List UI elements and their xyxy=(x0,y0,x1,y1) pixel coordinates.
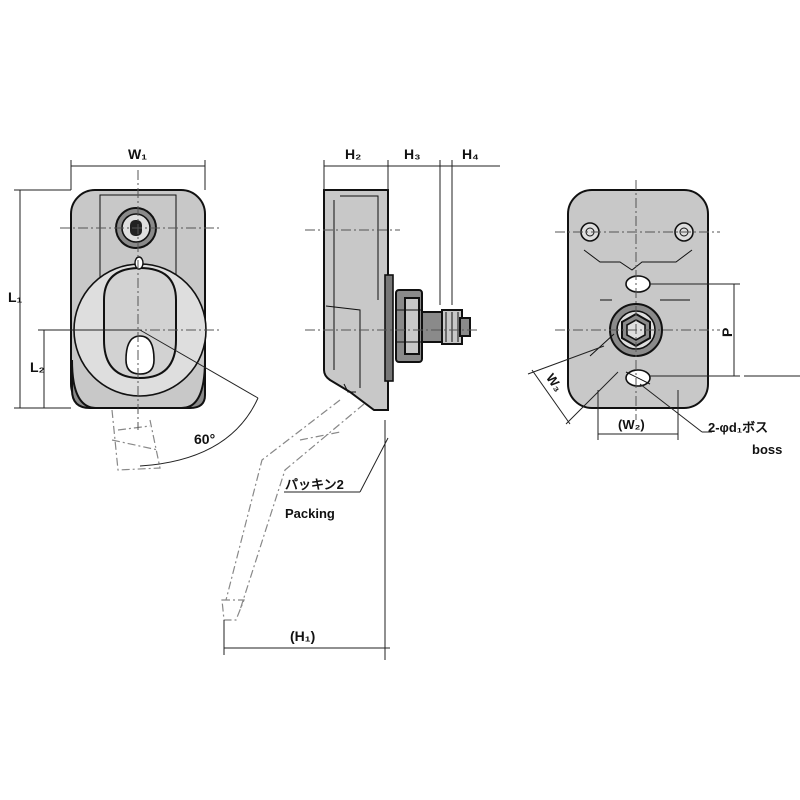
h2-label: H₂ xyxy=(345,146,361,162)
boss-jp-label: 2-φd₁ボス xyxy=(708,420,768,435)
packing-jp-label: パッキン2 xyxy=(285,477,344,492)
rear-body xyxy=(567,189,709,409)
w2-label: (W₂) xyxy=(618,417,645,432)
side-panel xyxy=(384,274,394,382)
side-phantom-handle xyxy=(221,399,365,621)
packing-en-label: Packing xyxy=(285,506,335,521)
angle-label: 60° xyxy=(194,431,215,447)
w1-label: W₁ xyxy=(128,146,147,162)
front-grip-hole xyxy=(125,335,155,375)
front-handle-grip xyxy=(103,266,177,380)
side-body xyxy=(323,189,389,411)
side-view: H₂ H₃ H₄ パッキン2 Packing (H₁) xyxy=(221,146,500,660)
h3-label: H₃ xyxy=(404,146,421,162)
boss-en-label: boss xyxy=(752,442,782,457)
l2-label: L₂ xyxy=(30,359,45,375)
rotation-arc xyxy=(139,397,259,467)
front-view: 60° W₁ L₁ L₂ xyxy=(8,146,259,471)
front-phantom-handle xyxy=(111,409,161,471)
front-indicator xyxy=(134,256,144,270)
side-shaft xyxy=(421,311,443,343)
l1-label: L₁ xyxy=(8,289,23,305)
p-label: P xyxy=(719,328,735,337)
rear-view: P (W₂) W₃ 2-φd₁ボス boss xyxy=(527,180,800,457)
h4-label: H₄ xyxy=(462,146,479,162)
front-bezel xyxy=(71,359,206,409)
rear-hole-top xyxy=(625,275,651,293)
h1-label: (H₁) xyxy=(290,628,315,644)
